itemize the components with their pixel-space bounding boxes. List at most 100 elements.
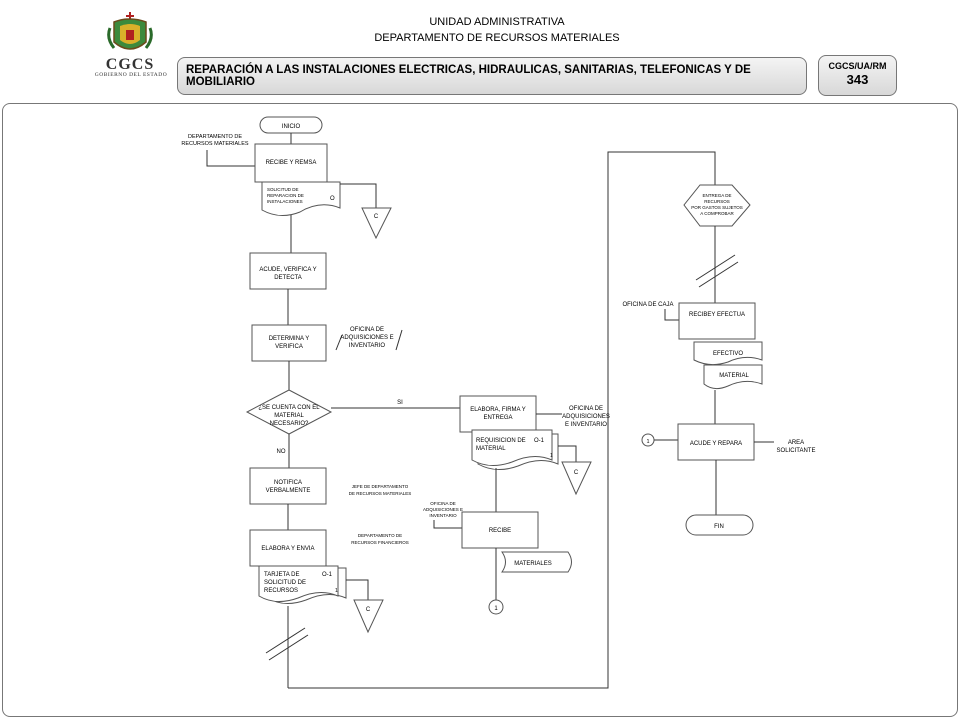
unit-title: UNIDAD ADMINISTRATIVA	[429, 16, 565, 28]
flow-line	[558, 445, 577, 462]
end-terminal	[685, 514, 754, 536]
flow-line-connector	[288, 151, 716, 689]
dept-fin-line1: DEPARTAMENTO DE	[358, 533, 402, 538]
process-recibe-efectua	[678, 302, 756, 340]
determina-line2: VERIFICA	[275, 344, 303, 350]
tarjeta-line2: SOLICITUD DE	[264, 580, 306, 586]
slash-mark	[335, 334, 343, 351]
notifica-line1: NOTIFICA	[274, 480, 302, 486]
entrega-line4: A COMPROBAR	[700, 211, 734, 216]
materiales-label: MATERIALES	[514, 561, 552, 567]
process-recibe-remsa-label: RECIBE Y REMSA	[266, 160, 317, 166]
elabora-firma-line2: ENTREGA	[483, 415, 512, 421]
material-label: MATERIAL	[719, 373, 749, 379]
oficina-small-line2: ADQUISICIONES E	[423, 507, 463, 512]
stored-materiales	[501, 551, 572, 573]
oficina-adq-line1: OFICINA DE	[350, 327, 384, 333]
decision-line3: NECESARIO?	[270, 421, 309, 427]
procedure-title: REPARACIÓN A LAS INSTALACIONES ELECTRICA…	[177, 57, 807, 95]
decision-line2: MATERIAL	[274, 413, 304, 419]
entrega-line1: ENTREGA DE	[702, 193, 731, 198]
elabora-envia-label: ELABORA Y ENVIA	[261, 546, 314, 552]
break-mark	[695, 254, 736, 281]
process-elabora-envia	[249, 529, 327, 567]
file-c3-label: C	[574, 470, 579, 476]
procedure-code-label: CGCS/UA/RM	[828, 61, 887, 71]
diagram-frame	[2, 103, 958, 717]
connector-1-out-label: 1	[494, 606, 498, 612]
dept-fin-line2: RECURSOS FINANCIEROS	[351, 540, 409, 545]
flow-line	[340, 183, 377, 208]
flow-line	[664, 309, 679, 321]
elabora-firma-line1: ELABORA, FIRMA Y	[470, 407, 526, 413]
tarjeta-copy-1: 1	[335, 588, 338, 594]
oficina-caja-label: OFICINA DE CAJA	[622, 302, 673, 308]
start-label: INICIO	[282, 124, 301, 130]
requisicion-copy-o1: O-1	[534, 438, 545, 444]
process-acude-repara	[677, 423, 755, 461]
coat-of-arms-logo	[107, 12, 153, 50]
jefe-line2: DE RECURSOS MATERIALES	[349, 491, 411, 496]
process-recibe-remsa	[254, 143, 328, 183]
acude-line2: DETECTA	[274, 275, 302, 281]
oficina-adq-b-line1: OFICINA DE	[569, 406, 603, 412]
requisicion-copy-1: 1	[550, 453, 553, 459]
actor-dept-rm-line1: DEPARTAMENTO DE	[188, 134, 242, 140]
document-requisicion	[471, 429, 553, 466]
end-label: FIN	[714, 524, 724, 530]
logo-subtitle: GOBIERNO DEL ESTADO	[94, 72, 168, 78]
file-archive-c3	[561, 461, 592, 496]
oficina-adq-line3: INVENTARIO	[349, 343, 386, 349]
file-archive-c1	[361, 207, 392, 240]
oficina-small-line3: INVENTARIO	[429, 513, 457, 518]
logo-name: CGCS	[105, 56, 155, 73]
preparation-entrega-recursos	[683, 184, 751, 227]
file-archive-c2	[353, 599, 384, 634]
oficina-adq-b-line2: ADQUISICIONES	[562, 414, 610, 420]
slash-mark	[395, 329, 403, 351]
entrega-line2: RECURSOS	[704, 199, 730, 204]
tarjeta-copy-o1: O-1	[322, 572, 333, 578]
connector-1-in-label: 1	[646, 439, 649, 445]
determina-line1: DETERMINA Y	[269, 336, 310, 342]
process-notifica	[249, 467, 327, 505]
flow-line	[346, 579, 369, 600]
acude-repara-label: ACUDE Y REPARA	[690, 441, 742, 447]
break-mark	[268, 634, 309, 661]
doc-solicitud-line2: REPARACION DE	[267, 193, 304, 198]
jefe-line1: JEFE DE DEPARTAMENTO	[352, 484, 409, 489]
break-mark	[698, 261, 739, 288]
procedure-code-number: 343	[846, 72, 869, 87]
flow-line	[206, 150, 255, 167]
tarjeta-line1: TARJETA DE	[264, 572, 299, 578]
actor-dept-rm-line2: RECURSOS MATERIALES	[181, 141, 248, 147]
area-line1: AREA	[788, 440, 804, 446]
oficina-small-line1: OFICINA DE	[430, 501, 456, 506]
entrega-line3: POR GASTOS SUJETOS	[691, 205, 743, 210]
document-tarjeta	[258, 565, 339, 602]
process-determina	[251, 324, 327, 362]
doc-solicitud-copy: O	[330, 196, 335, 202]
efectivo-label: EFECTIVO	[713, 351, 743, 357]
decision-material	[245, 389, 333, 435]
process-elabora-firma	[459, 395, 537, 433]
recibe-efectua-label: RECIBEY EFECTUA	[689, 312, 745, 318]
label-si: SI	[397, 400, 403, 406]
file-c2-label: C	[366, 607, 371, 613]
recibe-label: RECIBE	[489, 528, 511, 534]
process-recibe	[461, 511, 539, 549]
doc-solicitud-line3: INSTALACIONES	[267, 199, 303, 204]
document-material	[703, 364, 763, 390]
tarjeta-line3: RECURSOS	[264, 588, 298, 594]
document-efectivo	[693, 341, 763, 366]
file-c1-label: C	[374, 214, 379, 220]
break-mark	[265, 627, 306, 654]
area-line2: SOLICITANTE	[777, 448, 816, 454]
department-title: DEPARTAMENTO DE RECURSOS MATERIALES	[374, 32, 620, 44]
requisicion-line1: REQUISICION DE	[476, 438, 526, 444]
oficina-adq-line2: ADQUISICIONES E	[340, 335, 393, 341]
connector-1-out	[488, 599, 504, 615]
flow-line	[433, 520, 462, 529]
notifica-line2: VERBALMENTE	[266, 488, 311, 494]
